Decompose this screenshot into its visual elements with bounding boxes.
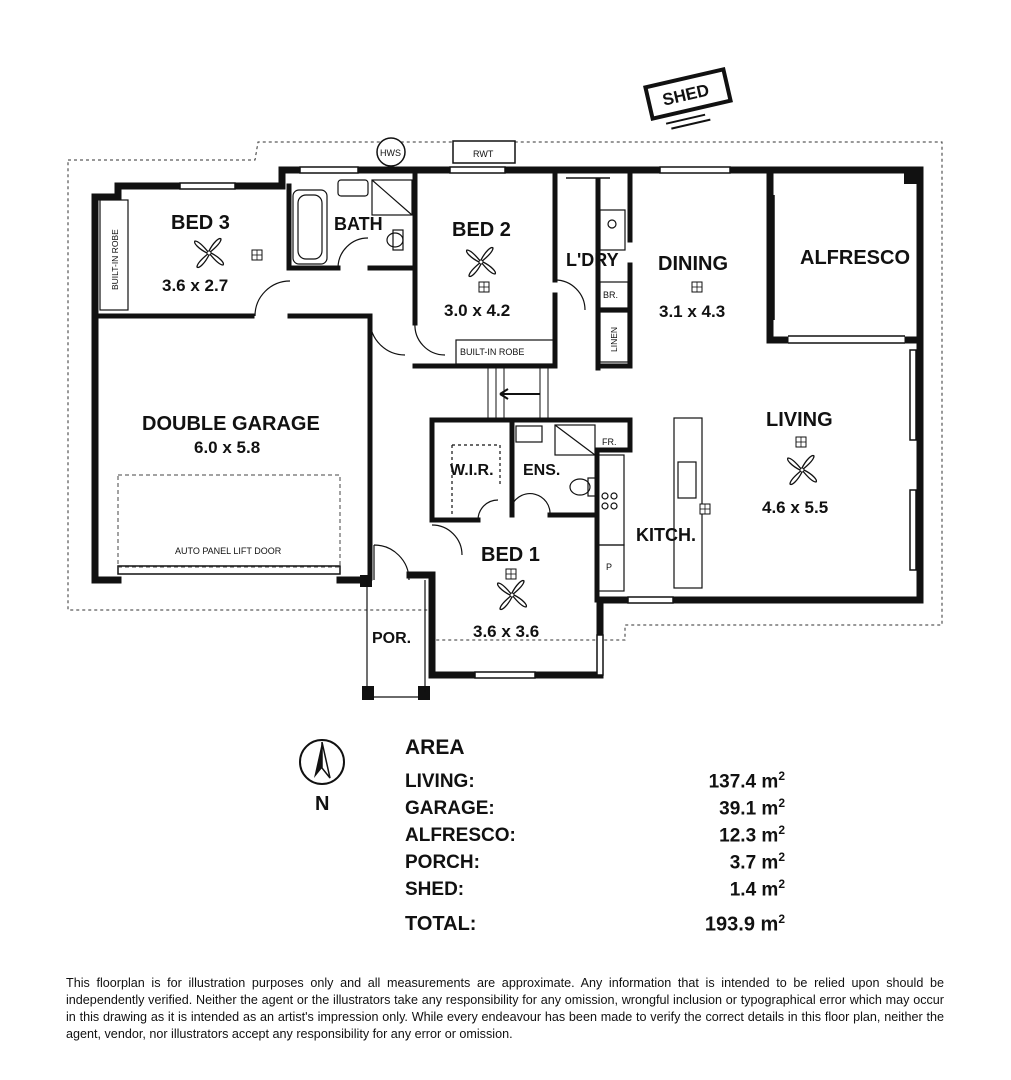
vent-icon: [251, 249, 263, 261]
room-label-bath: BATH: [334, 214, 383, 234]
area-total-value: 193.9 m2: [704, 912, 785, 936]
hws-label: HWS: [380, 148, 401, 158]
room-label-alfresco: ALFRESCO: [800, 247, 910, 269]
room-label-garage: DOUBLE GARAGE: [142, 413, 320, 435]
vent-icon: [795, 436, 807, 448]
garage-door-label: AUTO PANEL LIFT DOOR: [175, 546, 282, 556]
area-label: PORCH:: [405, 851, 480, 873]
room-size-bed1: 3.6 x 3.6: [473, 622, 539, 641]
area-row: GARAGE: 39.1 m2: [405, 795, 785, 822]
room-label-bed3: BED 3: [171, 212, 230, 234]
fridge-label: FR.: [602, 437, 617, 447]
ceiling-fan-icon: [496, 579, 528, 611]
posts: [360, 168, 918, 700]
rwt-label: RWT: [473, 149, 494, 159]
room-label-ldry: L'DRY: [566, 250, 619, 270]
area-total-label: TOTAL:: [405, 913, 477, 935]
area-title: AREA: [405, 736, 465, 759]
pantry-label: P: [606, 562, 612, 572]
area-row: SHED: 1.4 m2: [405, 876, 785, 903]
vent-icon: [699, 503, 711, 515]
area-total-row: TOTAL: 193.9 m2: [405, 911, 785, 938]
north-compass: N: [298, 738, 350, 818]
sliding-doors: [566, 171, 905, 344]
area-table: AREA LIVING: 137.4 m2 GARAGE: 39.1 m2 AL…: [405, 736, 785, 938]
room-size-dining: 3.1 x 4.3: [659, 302, 725, 321]
linen-label: LINEN: [609, 327, 619, 352]
vent-icon: [478, 281, 490, 293]
property-boundary: [67, 141, 943, 641]
area-label: SHED:: [405, 878, 465, 900]
broom-label: BR.: [603, 290, 618, 300]
disclaimer-text: This floorplan is for illustration purpo…: [66, 976, 944, 1041]
room-size-garage: 6.0 x 5.8: [194, 438, 260, 457]
room-label-living: LIVING: [766, 409, 833, 431]
hws-tank: [376, 137, 406, 167]
area-value: 12.3 m2: [719, 823, 785, 847]
ceiling-fan-icon: [786, 454, 818, 486]
windows: [117, 166, 917, 679]
area-value: 3.7 m2: [729, 850, 785, 874]
compass-label: N: [315, 793, 329, 815]
room-label-porch: POR.: [372, 630, 411, 647]
bath-fixtures: [292, 179, 413, 265]
area-label: LIVING:: [405, 770, 475, 792]
rwt-tank: [452, 140, 516, 164]
area-row: LIVING: 137.4 m2: [405, 768, 785, 795]
room-label-kitch: KITCH.: [636, 525, 696, 545]
area-label: ALFRESCO:: [405, 824, 516, 846]
room-size-living: 4.6 x 5.5: [762, 498, 828, 517]
ceiling-fan-icon: [193, 237, 225, 269]
room-label-dining: DINING: [658, 253, 728, 275]
room-label-wir: W.I.R.: [450, 462, 494, 479]
compass-icon: N: [299, 739, 345, 815]
ceiling-fan-icon: [465, 246, 497, 278]
area-label: GARAGE:: [405, 797, 495, 819]
area-value: 1.4 m2: [729, 877, 785, 901]
vent-icon: [505, 568, 517, 580]
area-row: PORCH: 3.7 m2: [405, 849, 785, 876]
floor-plan: BED 3 3.6 x 2.7 BATH BED 2 3.0 x 4.2 L'D…: [67, 67, 943, 700]
builtin-robe-label: BUILT-IN ROBE: [460, 347, 524, 357]
shed: [643, 67, 733, 130]
room-size-bed2: 3.0 x 4.2: [444, 301, 510, 320]
area-value: 137.4 m2: [708, 769, 785, 793]
room-label-ens: ENS.: [523, 462, 560, 479]
area-row: ALFRESCO: 12.3 m2: [405, 822, 785, 849]
room-label-bed1: BED 1: [481, 544, 540, 566]
builtin-robe-label: BUILT-IN ROBE: [110, 229, 120, 290]
room-size-bed3: 3.6 x 2.7: [162, 276, 228, 295]
vent-icon: [691, 281, 703, 293]
area-value: 39.1 m2: [719, 796, 785, 820]
room-label-bed2: BED 2: [452, 219, 511, 241]
